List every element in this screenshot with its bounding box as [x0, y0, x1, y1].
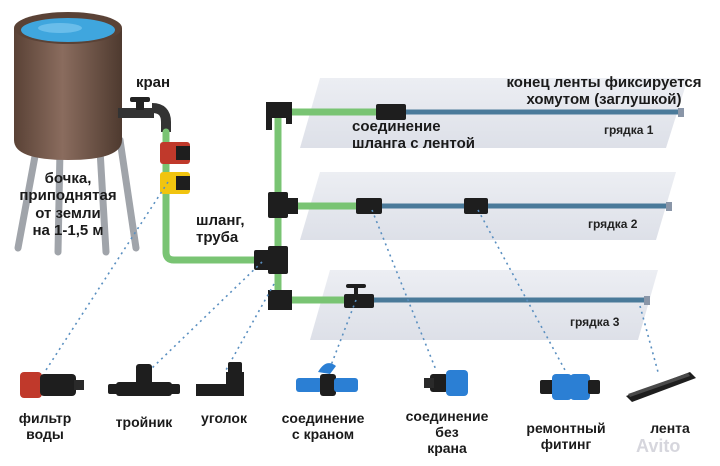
valve-connector-part-icon	[296, 363, 358, 396]
leader-lines	[45, 181, 659, 373]
part-label-elbow: уголок	[201, 410, 247, 426]
tape-part-icon	[626, 372, 696, 402]
tap	[118, 97, 171, 132]
inline-filter	[160, 142, 190, 194]
watermark: Avito	[636, 436, 681, 456]
garden-beds	[300, 78, 688, 340]
part-label-tape: лента	[650, 420, 690, 436]
plain-connector-part-icon	[424, 370, 468, 396]
elbow-part-icon	[196, 362, 244, 396]
bed-1-label: грядка 1	[604, 123, 654, 137]
repair-fitting-part-icon	[540, 374, 600, 400]
barrel	[14, 12, 122, 160]
hose-tape-connection-label: соединение шланга с лентой	[352, 118, 475, 153]
drip-tapes	[372, 109, 680, 303]
filter-part-icon	[20, 372, 84, 398]
hose-label: шланг, труба	[196, 212, 245, 247]
part-label-repair-fitting: ремонтный фитинг	[526, 420, 606, 453]
barrel-stand	[14, 136, 140, 256]
tee-part-icon	[108, 364, 180, 396]
tap-label: кран	[136, 74, 171, 91]
manifold-fittings	[254, 102, 298, 310]
tape-end-caps	[644, 108, 684, 305]
bed-3-plate	[310, 270, 658, 340]
part-label-filter: фильтр воды	[18, 410, 72, 443]
part-label-tee: тройник	[115, 414, 173, 430]
tape-end-label: конец ленты фиксируется хомутом (заглушк…	[506, 74, 702, 109]
bed-2-label: грядка 2	[588, 217, 638, 231]
bed-3-label: грядка 3	[570, 315, 620, 329]
tape-connectors	[344, 104, 488, 308]
part-label-plain-connector: соединение без крана	[405, 408, 489, 457]
part-label-valve-connector: соединение с краном	[281, 410, 365, 443]
barrel-label: бочка, приподнятая от земли на 1-1,5 м	[19, 170, 117, 239]
